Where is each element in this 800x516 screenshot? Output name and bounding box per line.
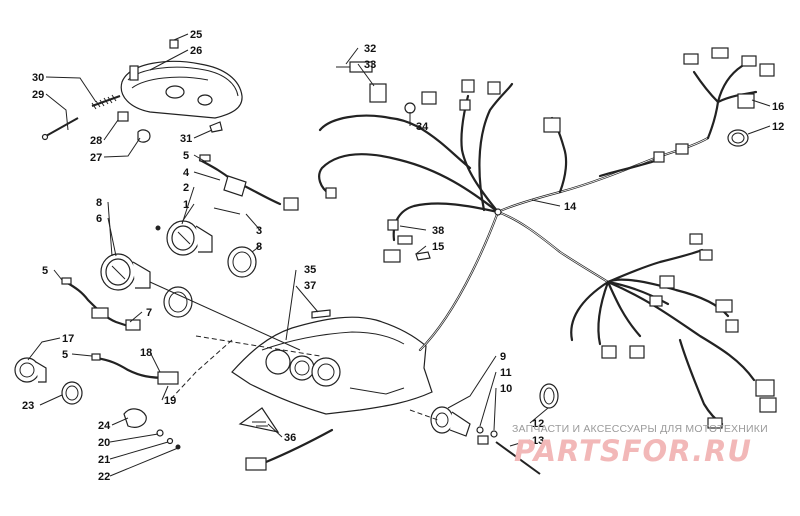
watermark-logo: PARTSFOR.RU (514, 434, 752, 468)
callout-22: 22 (98, 471, 110, 483)
gauge-ring-8-top (227, 246, 257, 278)
callout-7: 7 (146, 307, 152, 319)
callout-11: 11 (500, 367, 512, 379)
callout-1: 1 (183, 199, 189, 211)
callout-32: 32 (364, 43, 376, 55)
gauge-harness-upper (198, 154, 299, 211)
dash-harness-36 (245, 428, 334, 471)
callout-23: 23 (22, 400, 34, 412)
callout-29: 29 (32, 89, 44, 101)
callout-37: 37 (304, 280, 316, 292)
callout-27: 27 (90, 152, 102, 164)
callout-15: 15 (432, 241, 444, 253)
instrument-dash-panel (231, 316, 433, 415)
callout-13: 13 (532, 435, 544, 447)
callout-5-top: 5 (183, 150, 189, 162)
callout-16: 16 (772, 101, 784, 113)
warning-decal (238, 407, 280, 433)
callout-8-left: 8 (96, 197, 102, 209)
callout-33: 33 (364, 59, 376, 71)
callout-3: 3 (256, 225, 262, 237)
callout-31: 31 (180, 133, 192, 145)
harness-connectors (325, 47, 777, 429)
callout-labels: 25 26 30 29 28 27 31 5 4 2 1 3 8 8 6 5 7… (22, 29, 784, 483)
headlight-switch-assembly (430, 383, 559, 475)
bulb-socket-parts (41, 94, 223, 143)
callout-6: 6 (96, 213, 102, 225)
callout-30: 30 (32, 72, 44, 84)
callout-18: 18 (140, 347, 152, 359)
callout-5-mid: 5 (42, 265, 48, 277)
callout-9: 9 (500, 351, 506, 363)
callout-36: 36 (284, 432, 296, 444)
callout-12-low: 12 (532, 418, 544, 430)
callout-24: 24 (98, 420, 111, 432)
gauge-ring-8-lower (163, 286, 193, 318)
callout-leaders (27, 33, 771, 477)
callout-8-right: 8 (256, 241, 262, 253)
callout-21: 21 (98, 454, 110, 466)
callout-10: 10 (500, 383, 512, 395)
label-37 (311, 309, 331, 319)
gauge-harness-lower (61, 277, 141, 331)
callout-35: 35 (304, 264, 316, 276)
callout-34: 34 (416, 121, 429, 133)
callout-2: 2 (183, 182, 189, 194)
headlight-housing (120, 39, 243, 119)
tachometer-gauge (155, 220, 213, 256)
callout-17: 17 (62, 333, 74, 345)
assembly-guide-lines (149, 207, 439, 421)
watermark-caption: ЗАПЧАСТИ И АКСЕССУАРЫ ДЛЯ МОТОТЕХНИКИ (512, 423, 768, 435)
callout-25: 25 (190, 29, 202, 41)
callout-19: 19 (164, 395, 176, 407)
callout-4: 4 (183, 167, 190, 179)
callout-5-low: 5 (62, 349, 68, 361)
speedometer-gauge (100, 253, 151, 291)
small-gauge-assembly (14, 353, 181, 450)
callout-38: 38 (432, 225, 444, 237)
callout-28: 28 (90, 135, 102, 147)
callout-20: 20 (98, 437, 110, 449)
callout-26: 26 (190, 45, 202, 57)
callout-12-top: 12 (772, 121, 784, 133)
callout-14: 14 (564, 201, 577, 213)
